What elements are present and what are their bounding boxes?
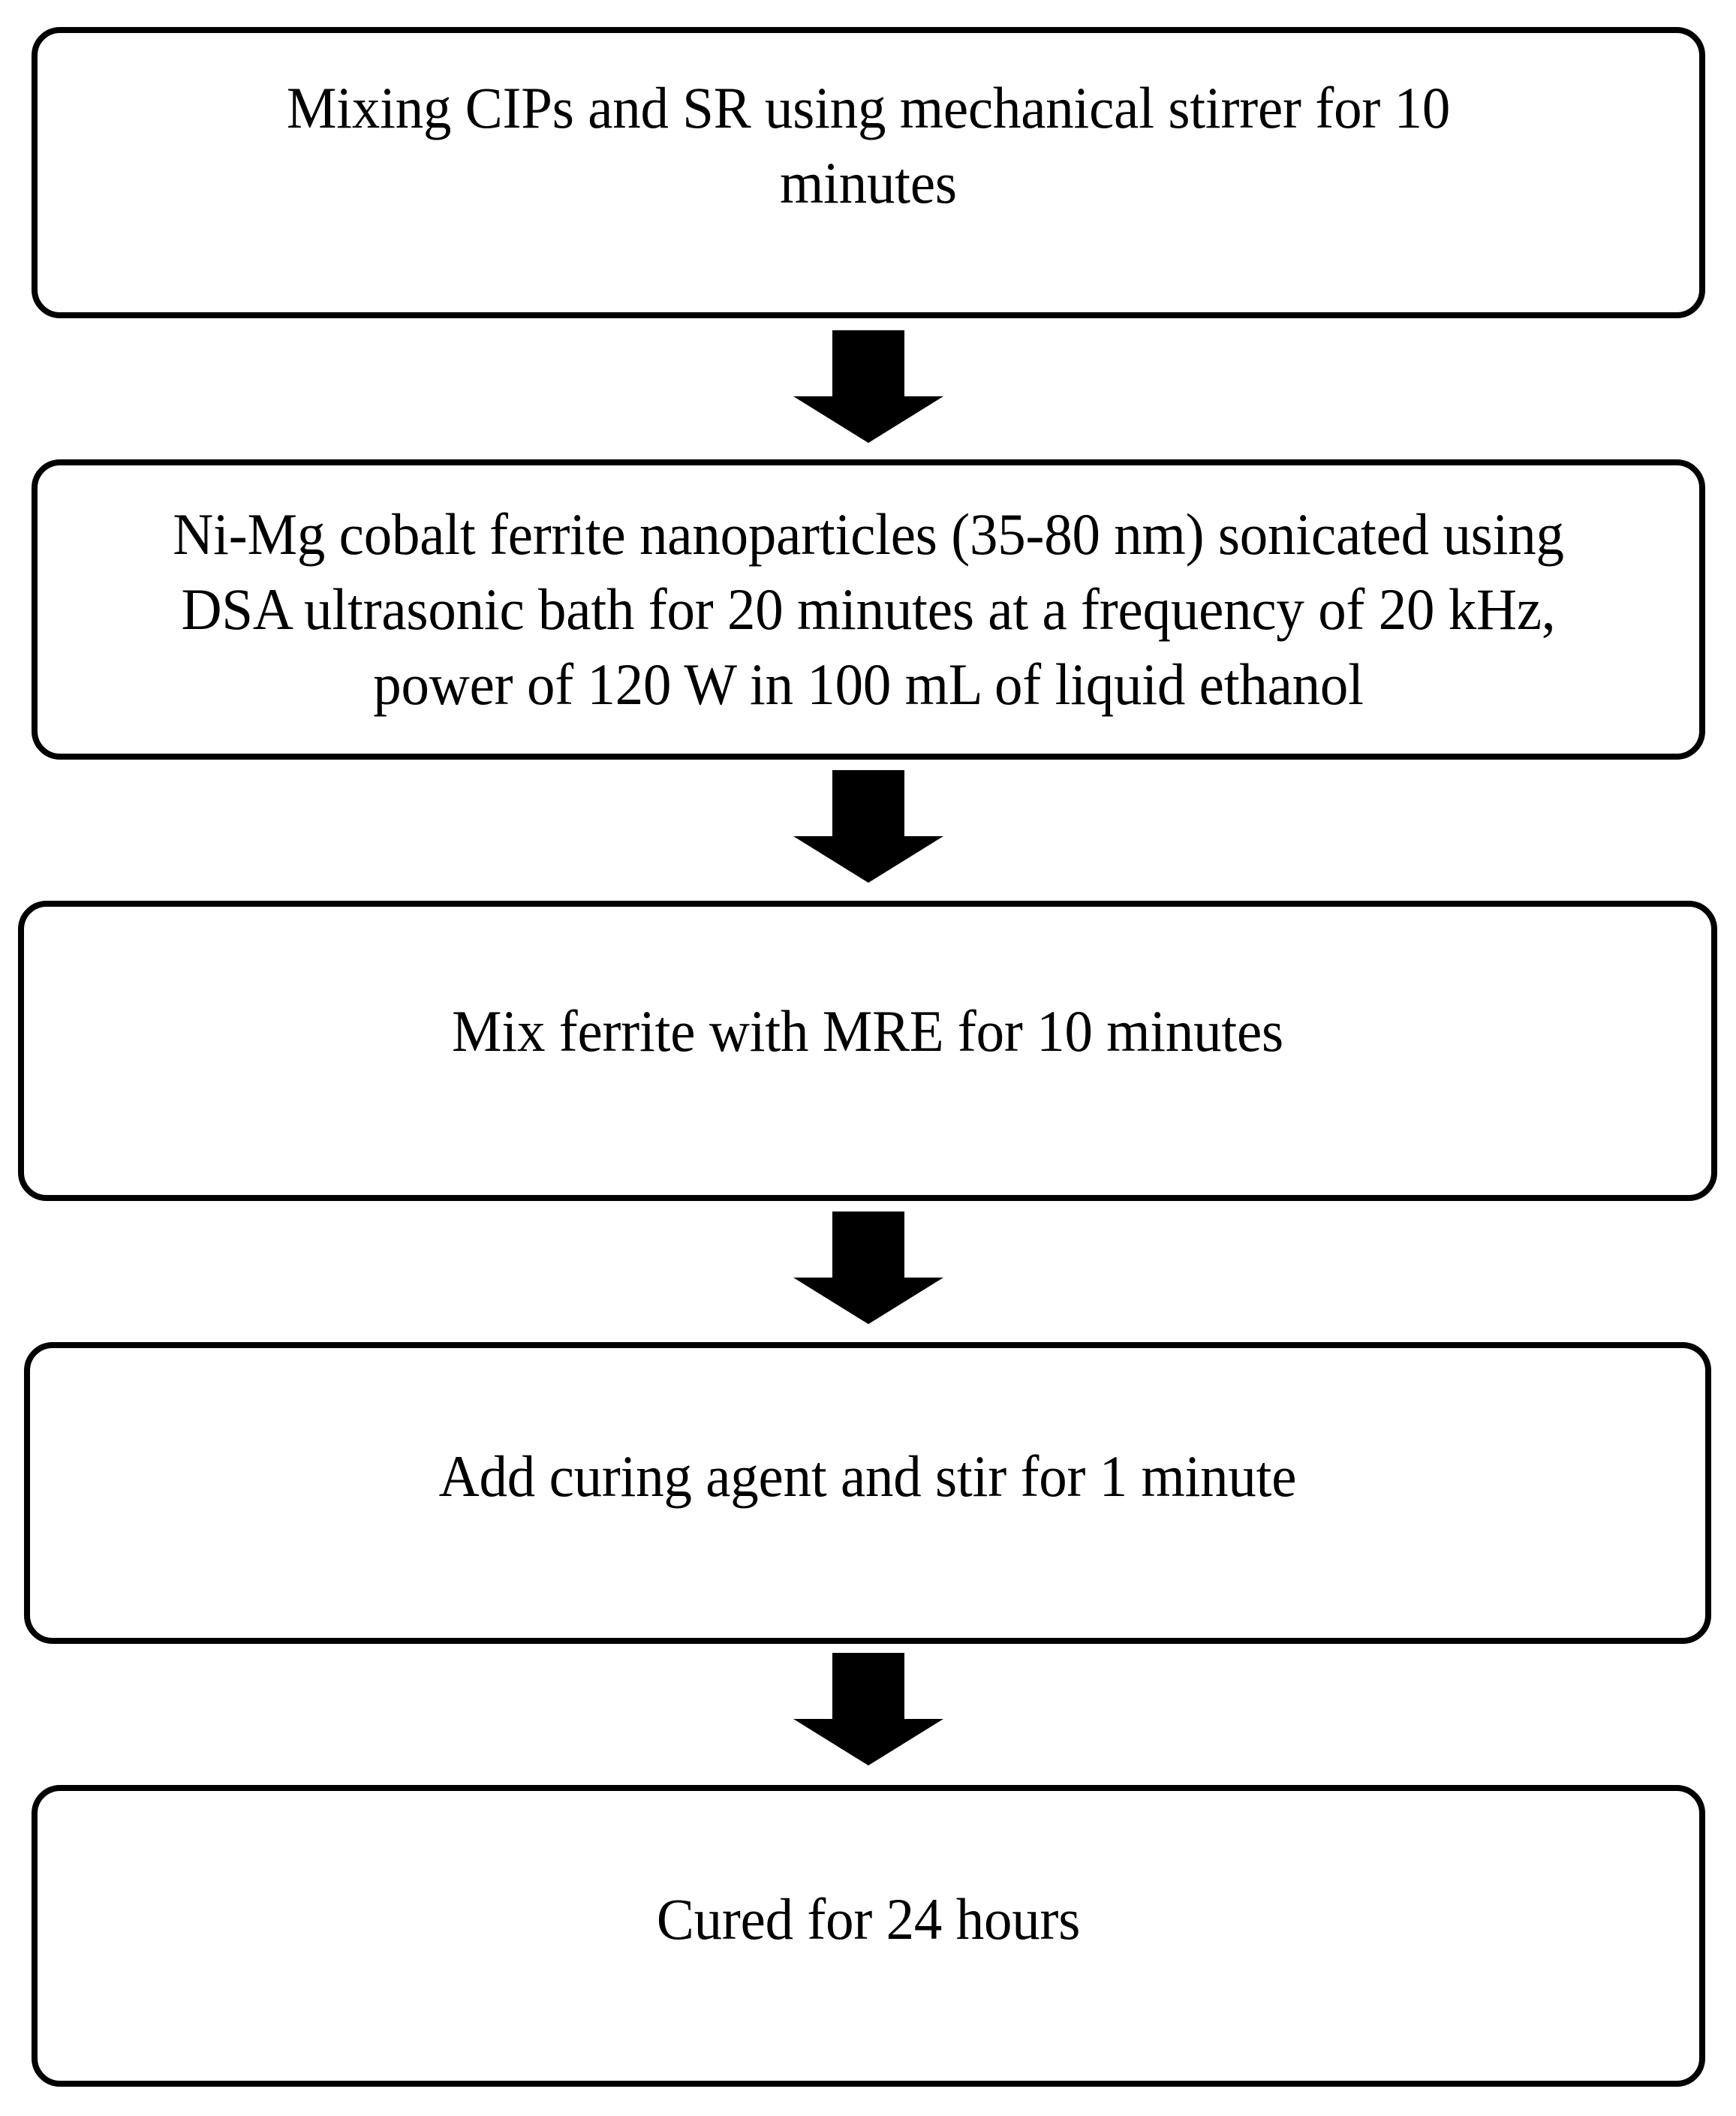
process-step-box-5: Cured for 24 hours <box>32 1785 1705 2087</box>
down-arrow-icon-4 <box>793 1653 943 1765</box>
process-step-box-1: Mixing CIPs and SR using mechanical stir… <box>32 27 1705 318</box>
process-step-box-4: Add curing agent and stir for 1 minute <box>24 1342 1711 1644</box>
process-step-label-5: Cured for 24 hours <box>656 1886 1081 1952</box>
process-step-label-4: Add curing agent and stir for 1 minute <box>438 1443 1297 1509</box>
process-step-box-3: Mix ferrite with MRE for 10 minutes <box>18 901 1717 1201</box>
process-step-label-3: Mix ferrite with MRE for 10 minutes <box>451 998 1283 1064</box>
down-arrow-icon-3 <box>793 1212 943 1324</box>
process-step-label-1: Mixing CIPs and SR using mechanical stir… <box>286 75 1451 215</box>
process-step-box-2: Ni-Mg cobalt ferrite nanoparticles (35-8… <box>32 459 1705 760</box>
down-arrow-icon-2 <box>793 770 943 883</box>
down-arrow-icon-1 <box>793 330 943 443</box>
process-step-label-2: Ni-Mg cobalt ferrite nanoparticles (35-8… <box>173 501 1564 717</box>
